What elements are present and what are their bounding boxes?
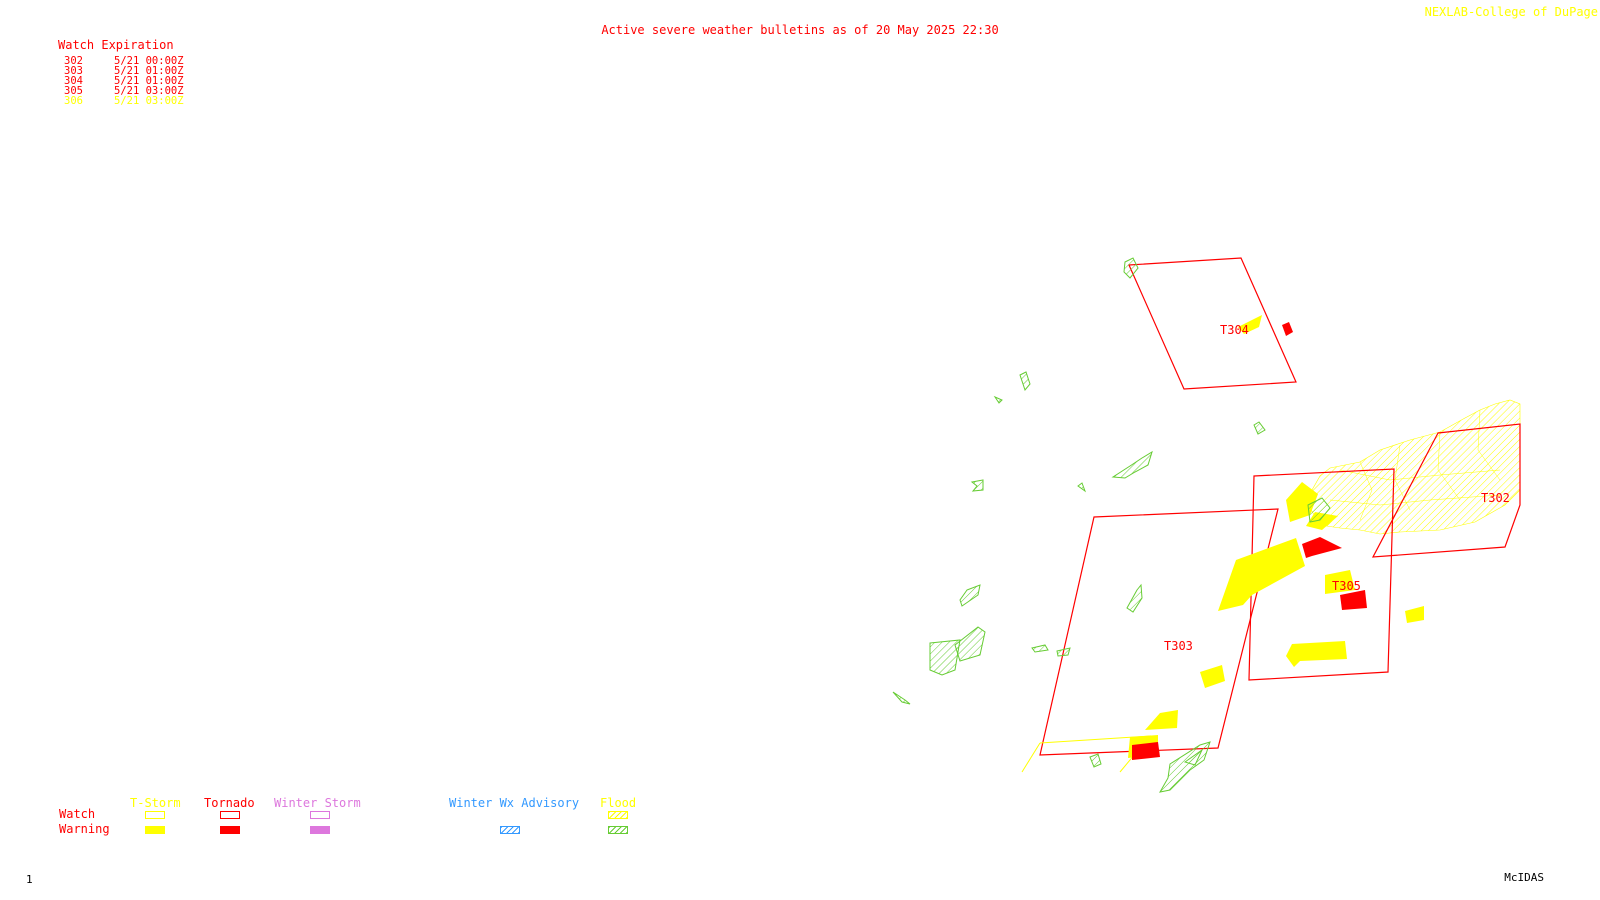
flood-county-lines xyxy=(1329,409,1501,521)
legend-flood-warning-swatch xyxy=(608,826,628,834)
page-number: 1 xyxy=(26,873,33,886)
legend-watch-row-label: Watch xyxy=(59,807,96,821)
watch-number: 302 xyxy=(64,55,83,67)
flood-warnings xyxy=(892,257,1331,793)
watch-number: 306 xyxy=(64,95,83,107)
watch-table-header: Watch Expiration xyxy=(58,38,174,52)
tstorm-warning xyxy=(1145,710,1178,730)
watch-row: 304 5/21 01:00Z xyxy=(58,75,204,87)
flood-watch-area xyxy=(1309,399,1521,535)
legend-winter-wx-advisory-label: Winter Wx Advisory xyxy=(449,796,580,810)
watch-label-t302: T302 xyxy=(1481,491,1510,505)
tstorm-warning xyxy=(1405,606,1424,623)
tornado-warning xyxy=(1340,590,1367,610)
watch-expiration-time: 5/21 01:00Z xyxy=(114,65,184,77)
legend-tornado-watch-swatch xyxy=(220,811,240,819)
credit-label: NEXLAB-College of DuPage xyxy=(1424,5,1598,19)
tornado-warning xyxy=(1132,742,1160,760)
legend-warning-row-label: Warning xyxy=(59,822,110,836)
legend-tstorm-watch-swatch xyxy=(145,811,165,819)
watch-box-t303 xyxy=(1039,508,1279,756)
watch-number: 305 xyxy=(64,85,83,97)
legend-tornado-warning-swatch xyxy=(220,826,240,834)
tstorm-warning xyxy=(1238,315,1262,334)
legend-winter-storm-warning-swatch xyxy=(310,826,330,834)
watch-row: 303 5/21 01:00Z xyxy=(58,65,204,77)
watch-expiration-time: 5/21 00:00Z xyxy=(114,55,184,67)
legend-tornado-label: Tornado xyxy=(204,796,255,810)
tornado-warning xyxy=(1282,322,1293,336)
watch-table-rows: 302 5/21 00:00Z 303 5/21 01:00Z 304 5/21 01:0… xyxy=(58,55,204,107)
legend-tstorm-warning-swatch xyxy=(145,826,165,834)
legend-tstorm-label: T-Storm xyxy=(130,796,181,810)
watch-box-t305 xyxy=(1248,468,1395,681)
tornado-warning xyxy=(1302,537,1342,558)
legend-winter-wx-advisory-swatch xyxy=(500,826,520,834)
watch-row: 302 5/21 00:00Z xyxy=(58,55,204,67)
watch-box-t304 xyxy=(1128,257,1297,390)
watch-box-t302 xyxy=(1371,423,1521,558)
watch-expiration-time: 5/21 03:00Z xyxy=(114,85,184,97)
watch-row: 305 5/21 03:00Z xyxy=(58,85,204,97)
watch-label-t304: T304 xyxy=(1220,323,1249,337)
watch-expiration-time: 5/21 03:00Z xyxy=(114,95,184,107)
legend-flood-watch-swatch xyxy=(608,811,628,819)
watch-expiration-table: Watch Expiration 302 5/21 00:00Z 303 5/21 0… xyxy=(58,38,204,106)
watch-number: 303 xyxy=(64,65,83,77)
bulletin-title: Active severe weather bulletins as of 20… xyxy=(601,23,999,37)
legend-flood-label: Flood xyxy=(600,796,637,810)
watch-row: 306 5/21 03:00Z xyxy=(58,95,204,107)
legend-winter-storm-label: Winter Storm xyxy=(274,796,361,810)
software-label: McIDAS xyxy=(1504,871,1544,884)
watch-label-t305: T305 xyxy=(1332,579,1361,593)
legend-winter-storm-watch-swatch xyxy=(310,811,330,819)
tstorm-warning xyxy=(1200,665,1225,688)
tstorm-warning xyxy=(1286,641,1347,667)
watch-label-t303: T303 xyxy=(1164,639,1193,653)
watch-expiration-time: 5/21 01:00Z xyxy=(114,75,184,87)
tstorm-warning xyxy=(1325,570,1355,594)
watch-number: 304 xyxy=(64,75,83,87)
tstorm-warning xyxy=(1218,538,1305,611)
